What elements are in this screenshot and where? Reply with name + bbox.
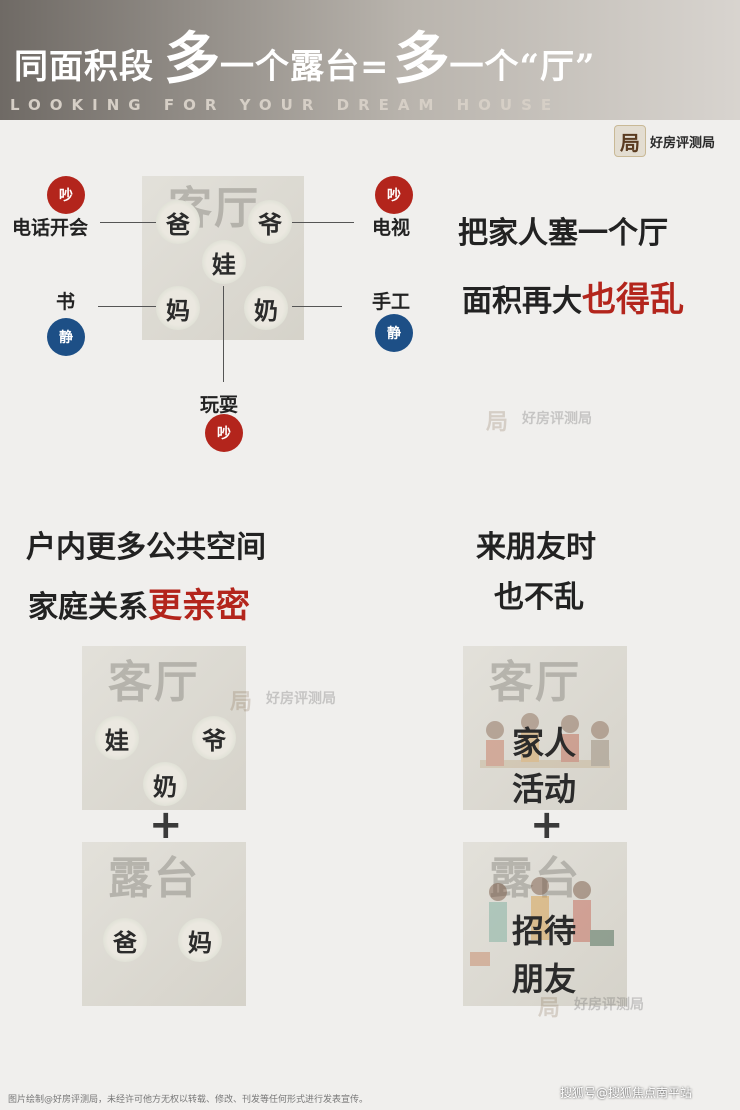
badge-noisy-play: 吵 xyxy=(205,414,243,452)
label-tv: 电视 xyxy=(372,217,411,239)
person-grandma: 奶 xyxy=(244,286,288,330)
label-phone-meeting: 电话开会 xyxy=(12,217,89,239)
title-part3: 一个“厅” xyxy=(449,47,596,87)
person-dad: 爸 xyxy=(156,200,200,244)
title-part1: 同面积段 xyxy=(14,47,154,87)
title-part2: 一个露台= xyxy=(220,47,390,87)
left-terrace-word: 露台 xyxy=(108,853,200,904)
line-tv xyxy=(292,222,354,223)
left-person-mom: 妈 xyxy=(178,918,222,962)
copyright-note: 图片绘制@好房评测局，未经许可他方无权以转载、修改、刊发等任何形式进行发表宣传。 xyxy=(8,1095,369,1105)
left-plus-sign: + xyxy=(149,802,183,848)
badge-noisy-phone: 吵 xyxy=(47,176,85,214)
line-craft xyxy=(292,306,342,307)
watermark-text: 好房评测局 xyxy=(266,691,336,707)
source-credit: 搜狐号@搜狐焦点南平站 xyxy=(560,1086,693,1100)
watermark-logo-icon: 局 xyxy=(230,689,253,715)
right-living-room-word: 客厅 xyxy=(489,657,581,708)
right-room2-text1: 招待 xyxy=(512,912,577,950)
right-room1-text1: 家人 xyxy=(512,724,577,762)
label-craft: 手工 xyxy=(372,291,411,313)
watermark-text: 好房评测局 xyxy=(522,411,592,427)
header-banner xyxy=(0,0,740,120)
badge-noisy-tv: 吵 xyxy=(375,176,413,214)
watermark-left: 局 好房评测局 xyxy=(230,684,336,715)
watermark-text: 好房评测局 xyxy=(574,997,644,1013)
title-big1: 多 xyxy=(164,26,220,92)
brand-mark: 局 好房评测局 xyxy=(614,125,715,157)
watermark-logo-icon: 局 xyxy=(538,995,561,1021)
brand-logo-icon: 局 xyxy=(614,125,646,157)
left-person-child: 娃 xyxy=(95,716,139,760)
left-person-dad: 爸 xyxy=(103,918,147,962)
headline-messy: 面积再大也得乱 xyxy=(462,272,684,321)
person-mom: 妈 xyxy=(156,286,200,330)
person-child: 娃 xyxy=(202,240,246,284)
watermark-middle: 局 好房评测局 xyxy=(486,404,592,435)
header-subtitle: LOOKING FOR YOUR DREAM HOUSE xyxy=(10,96,561,114)
left-headline-2: 家庭关系更亲密 xyxy=(28,578,250,627)
friends-illustration xyxy=(470,877,614,966)
watermark-right: 局 好房评测局 xyxy=(538,990,644,1021)
watermark-logo-icon: 局 xyxy=(486,409,509,435)
left-headline-2-accent: 更亲密 xyxy=(148,586,250,626)
headline-crowded: 把家人塞一个厅 xyxy=(458,216,668,251)
badge-quiet-craft: 静 xyxy=(375,314,413,352)
headline-messy-plain: 面积再大 xyxy=(462,284,582,319)
right-plus-sign: + xyxy=(530,802,564,848)
title-big2: 多 xyxy=(393,26,450,92)
page-title: 同面积段 多 一个露台= 多 一个“厅” xyxy=(14,14,596,95)
right-headline-2: 也不乱 xyxy=(494,580,584,615)
left-headline-1: 户内更多公共空间 xyxy=(26,530,266,565)
family-illustration xyxy=(480,713,610,768)
label-book: 书 xyxy=(56,291,76,313)
label-play: 玩耍 xyxy=(200,394,239,416)
left-living-room-word: 客厅 xyxy=(108,657,200,708)
headline-messy-accent: 也得乱 xyxy=(582,280,684,320)
right-room1-text2: 活动 xyxy=(512,770,577,808)
left-person-grandpa: 爷 xyxy=(192,716,236,760)
line-phone xyxy=(100,222,156,223)
right-room2-text2: 朋友 xyxy=(512,960,577,998)
person-grandpa: 爷 xyxy=(248,200,292,244)
right-headline-1: 来朋友时 xyxy=(476,530,596,565)
left-person-grandma: 奶 xyxy=(143,762,187,806)
badge-quiet-book: 静 xyxy=(47,318,85,356)
brand-name: 好房评测局 xyxy=(650,135,716,151)
line-play xyxy=(223,286,224,382)
left-headline-2-plain: 家庭关系 xyxy=(28,590,148,625)
line-book xyxy=(98,306,156,307)
